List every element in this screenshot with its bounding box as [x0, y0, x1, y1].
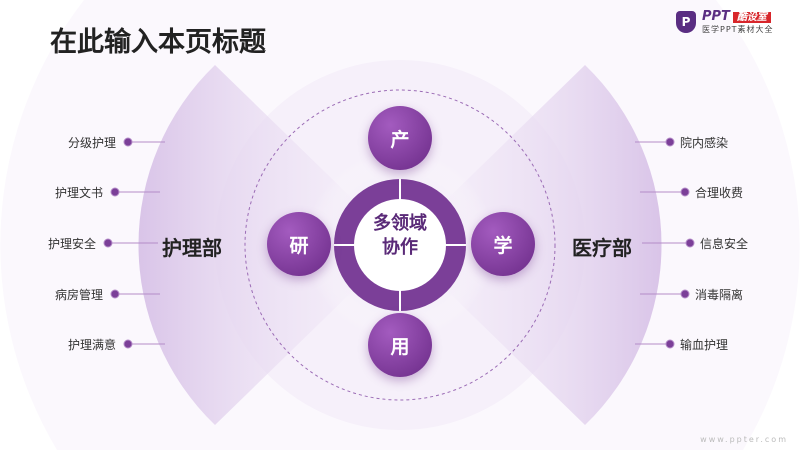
left-item: 护理文书 [54, 186, 103, 200]
shield-logo-icon: P [676, 10, 696, 33]
left-item: 病房管理 [54, 288, 103, 302]
page-title: 在此输入本页标题 [50, 27, 266, 58]
center-line-1: 多领域 [373, 213, 427, 234]
logo-brand: PPT [702, 9, 730, 24]
node-top: 产 [368, 106, 432, 170]
node-bottom: 用 [368, 313, 432, 377]
right-item: 院内感染 [680, 136, 729, 150]
left-item: 护理满意 [67, 338, 116, 352]
center-line-2: 协作 [382, 237, 418, 258]
dashed-orbit [244, 89, 556, 401]
left-department: 护理部 [162, 236, 222, 260]
right-item: 合理收费 [695, 186, 744, 200]
logo-badge: 酷设室 [732, 12, 771, 23]
right-item: 信息安全 [700, 237, 749, 251]
left-item: 护理安全 [47, 237, 96, 251]
center-label: 多领域 协作 [355, 212, 445, 260]
right-department: 医疗部 [572, 236, 632, 260]
left-item: 分级护理 [67, 136, 116, 150]
right-item: 输血护理 [680, 338, 729, 352]
node-left: 研 [267, 212, 331, 276]
website-watermark: www.ppter.com [700, 435, 788, 444]
right-item: 消毒隔离 [695, 288, 744, 302]
logo-subtitle: 医学PPT素材大全 [702, 25, 774, 34]
node-right: 学 [471, 212, 535, 276]
